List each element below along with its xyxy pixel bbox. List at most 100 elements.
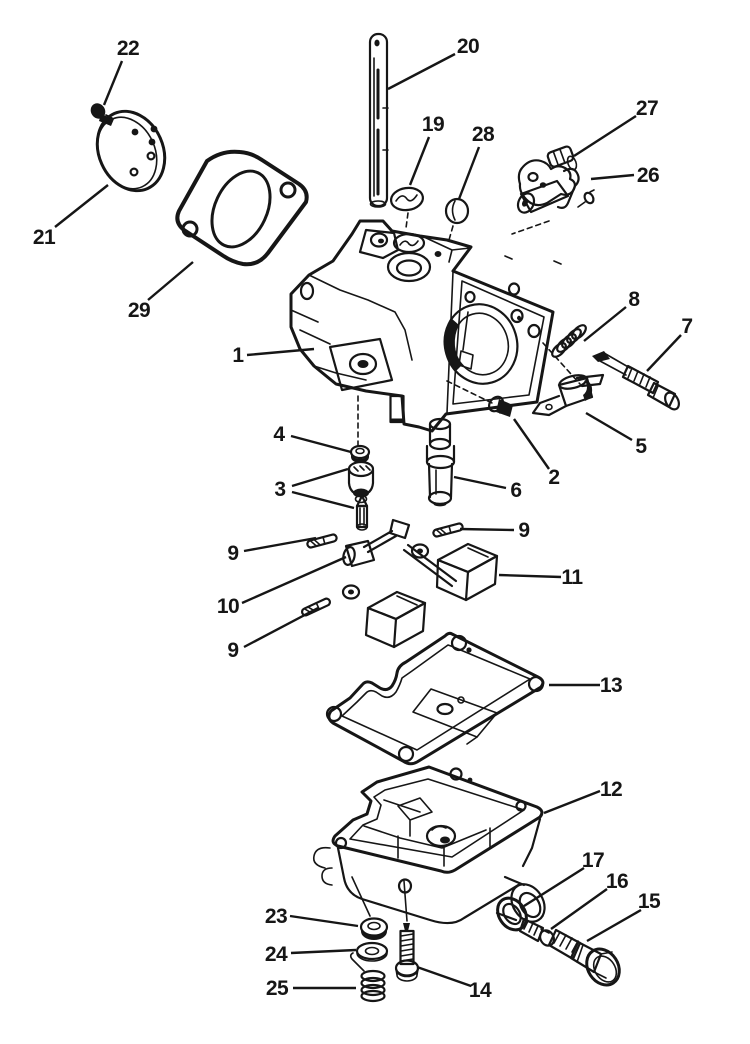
- part-17-oring: [496, 896, 528, 932]
- idle-tube-tab: [389, 394, 405, 424]
- callout-label-20: 20: [457, 35, 479, 58]
- leader-line-27: [573, 114, 637, 158]
- callout-label-7: 7: [681, 315, 692, 338]
- leader-line-17: [523, 866, 585, 908]
- part-2-plug-screw: [488, 395, 513, 417]
- leader-line-24: [290, 948, 357, 955]
- part-11-float-assembly: [341, 542, 499, 649]
- part-8-spring: [551, 324, 587, 358]
- callout-label-9-bottom: 9: [227, 639, 238, 662]
- part-1-carburetor-body: [289, 219, 555, 433]
- callout-label-19: 19: [422, 113, 444, 136]
- float-block-lower: [364, 590, 427, 649]
- callout-label-26: 26: [637, 164, 659, 187]
- part-4-washer: [349, 444, 371, 463]
- callout-label-17: 17: [582, 849, 604, 872]
- callout-label-27: 27: [636, 97, 658, 120]
- callout-label-11: 11: [561, 566, 583, 589]
- leader-line-6: [453, 475, 507, 490]
- callout-label-9-right: 9: [518, 519, 529, 542]
- leader-line-3-1: [291, 490, 355, 510]
- part-23-grommet-washer: [359, 917, 389, 940]
- part-21-cover-plate: [95, 109, 167, 193]
- callout-label-12: 12: [600, 778, 622, 801]
- callout-label-28: 28: [472, 123, 495, 146]
- part-10-float-lever: [342, 518, 411, 568]
- callout-label-2: 2: [548, 466, 559, 489]
- part-3-jet-needle: [355, 494, 369, 531]
- callout-label-4: 4: [273, 423, 285, 446]
- leader-line-9-left: [243, 536, 317, 553]
- callout-label-9-left: 9: [227, 542, 238, 565]
- leader-line-16: [550, 888, 608, 930]
- leader-line-22: [102, 60, 124, 106]
- bowl-jet-tower: [425, 824, 457, 848]
- float-block-upper: [435, 542, 499, 602]
- callout-label-15: 15: [638, 890, 661, 913]
- part-29-mounting-gasket: [175, 149, 309, 267]
- part-5-cam-follower: [531, 373, 605, 417]
- part-12-float-bowl: [312, 765, 546, 925]
- leader-line-12: [543, 789, 601, 815]
- part-20-rod: [368, 32, 389, 208]
- callout-label-25: 25: [266, 977, 289, 1000]
- part-9-pin-left: [306, 533, 338, 549]
- leader-line-9-right: [459, 527, 515, 532]
- leader-line-29: [147, 261, 194, 301]
- part-3-main-jet: [347, 460, 375, 504]
- float-hinge-clip-upper: [410, 543, 430, 559]
- part-6-mixing-tube: [425, 417, 456, 507]
- part-14-drain-screw: [394, 923, 420, 982]
- callout-label-24: 24: [265, 943, 288, 966]
- part-13-bowl-gasket: [325, 631, 545, 766]
- part-26-throttle-lever-assembly: [511, 159, 595, 235]
- callout-label-1: 1: [232, 344, 244, 367]
- callout-label-14: 14: [469, 979, 492, 1002]
- part-24-flat-washer: [355, 941, 389, 962]
- part-19-seal-disc: [389, 186, 425, 229]
- leader-line-20: [387, 52, 456, 91]
- part-7-mixture-needle: [592, 351, 680, 411]
- callout-label-3: 3: [274, 478, 285, 501]
- callout-label-23: 23: [265, 905, 287, 928]
- part-28-welch-plug: [444, 197, 470, 241]
- float-hinge-lug: [358, 228, 400, 260]
- leader-line-2: [513, 418, 550, 470]
- leader-line-11: [498, 573, 562, 579]
- part-22-screw: [90, 103, 114, 126]
- callout-label-6: 6: [510, 479, 521, 502]
- callout-label-22: 22: [117, 37, 139, 60]
- callout-label-29: 29: [128, 299, 150, 322]
- leader-line-14: [416, 965, 472, 988]
- part-15-drain-plug: [547, 928, 621, 987]
- leader-line-7: [646, 334, 682, 372]
- callout-label-10: 10: [217, 595, 239, 618]
- fuel-inlet-boss: [328, 337, 394, 392]
- leader-line-8: [583, 306, 627, 342]
- leader-line-15: [586, 908, 642, 943]
- part-25-spring: [349, 952, 386, 1003]
- leader-line-4: [290, 434, 352, 454]
- part-9-pin-right: [432, 522, 464, 538]
- leader-line-9-bottom: [243, 606, 319, 649]
- callout-label-16: 16: [606, 870, 628, 893]
- venturi-top: [386, 232, 432, 283]
- callout-label-8: 8: [628, 288, 640, 311]
- mounting-flange: [443, 280, 545, 405]
- leader-line-28: [457, 146, 481, 200]
- leader-line-23: [289, 914, 359, 928]
- callout-label-21: 21: [33, 226, 56, 249]
- leader-line-19: [408, 136, 431, 186]
- leader-line-5: [585, 411, 633, 442]
- alignment-dashed-lines: [357, 255, 581, 451]
- float-hinge-clip-lower: [341, 584, 361, 600]
- leader-line-10: [241, 555, 347, 605]
- leader-line-1: [246, 347, 315, 357]
- gasket-inner-island: [412, 688, 498, 745]
- leader-line-3: [291, 467, 349, 488]
- leader-line-21: [54, 184, 109, 228]
- callout-label-5: 5: [635, 435, 647, 458]
